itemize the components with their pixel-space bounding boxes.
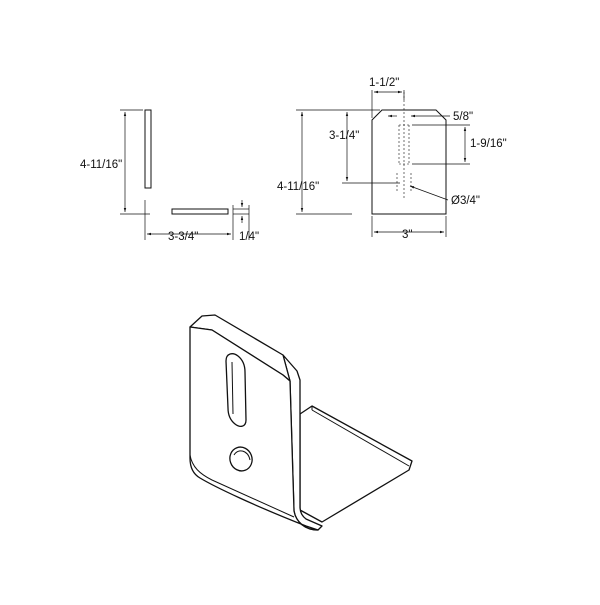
side-horizontal-plate	[171, 208, 229, 215]
front-slot-width-label: 5/8"	[453, 111, 473, 123]
isometric-front-face	[189, 326, 319, 531]
isometric-bracket	[189, 314, 413, 531]
front-hole-label: Ø3/4"	[451, 195, 480, 207]
front-view: 1-1/2" 5/8" 1-9/16" 3-1/4" 4-11/16" Ø3/4…	[277, 77, 507, 241]
front-slot-length-label: 1-9/16"	[470, 138, 507, 150]
front-hole-leader	[409, 185, 449, 201]
front-slot-top-label: 3-1/4"	[329, 130, 359, 142]
front-width-label: 3"	[402, 229, 412, 241]
isometric-slot	[225, 353, 247, 427]
side-view: 4-11/16" 3-3/4" 1/4"	[80, 109, 259, 243]
side-length-label: 3-3/4"	[168, 231, 198, 243]
front-plate-outline	[371, 109, 447, 215]
side-thickness-label: 1/4"	[239, 231, 259, 243]
side-vertical-plate	[144, 109, 152, 189]
side-height-label: 4-11/16"	[80, 159, 122, 171]
front-height-label: 4-11/16"	[277, 181, 319, 193]
front-top-width-label: 1-1/2"	[369, 77, 399, 89]
